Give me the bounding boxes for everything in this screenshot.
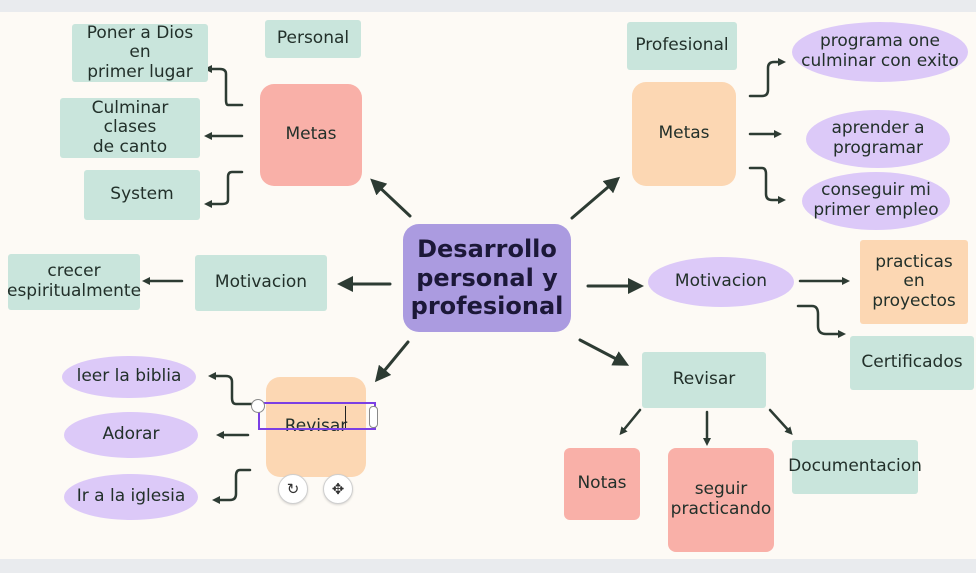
- left-revisar-item-iglesia[interactable]: Ir a la iglesia: [64, 474, 198, 520]
- resize-handle-right[interactable]: [369, 406, 378, 428]
- arrow-right-revisar-to-item3: [768, 408, 793, 435]
- arrow-right-motivacion-to-item2: [796, 304, 846, 338]
- arrow-center-to-right-metas: [570, 176, 621, 220]
- left-revisar-item-biblia[interactable]: leer la biblia: [62, 356, 196, 398]
- right-revisar-item-documentacion[interactable]: Documentacion: [788, 440, 922, 494]
- right-motivacion-item-certificados[interactable]: Certificados: [850, 336, 974, 390]
- left-motivacion-item[interactable]: crecer espiritualmente: [7, 254, 141, 310]
- connector-arrows: [142, 58, 850, 504]
- central-topic[interactable]: Desarrollo personal y profesional: [403, 224, 571, 332]
- arrow-center-to-right-revisar: [578, 338, 630, 366]
- right-revisar-item-notas[interactable]: Notas: [564, 448, 640, 520]
- right-motivacion-item-practicas[interactable]: practicas en proyectos: [860, 240, 968, 324]
- arrow-left-metas-to-item1: [204, 65, 244, 107]
- left-metas-item-canto[interactable]: Culminar clases de canto: [60, 98, 200, 158]
- right-metas-item-programa[interactable]: programa one culminar con exito: [792, 22, 968, 82]
- arrow-left-revisar-to-item3: [212, 468, 252, 504]
- arrow-center-to-left-revisar: [374, 340, 410, 383]
- resize-handle-left[interactable]: [251, 399, 265, 413]
- personal-label[interactable]: Personal: [265, 20, 361, 58]
- arrow-right-revisar-to-item1: [619, 408, 642, 436]
- right-metas-item-aprender[interactable]: aprender a programar: [806, 110, 950, 168]
- rotate-button[interactable]: ↻: [278, 474, 308, 504]
- left-metas-item-system[interactable]: System: [84, 170, 200, 220]
- move-button[interactable]: ✥: [323, 474, 353, 504]
- left-metas-item-dios[interactable]: Poner a Dios en primer lugar: [72, 23, 208, 82]
- move-icon: ✥: [331, 480, 345, 498]
- arrow-left-metas-to-item3: [204, 170, 244, 208]
- left-motivacion-node[interactable]: Motivacion: [195, 255, 327, 311]
- right-motivacion-node[interactable]: Motivacion: [648, 257, 794, 307]
- whiteboard-canvas[interactable]: Desarrollo personal y profesional Person…: [0, 12, 976, 559]
- left-metas-node[interactable]: Metas: [260, 84, 362, 186]
- arrow-left-revisar-to-item1: [208, 372, 256, 406]
- left-revisar-item-adorar[interactable]: Adorar: [64, 412, 198, 458]
- left-revisar-node[interactable]: Revisar: [266, 377, 366, 477]
- arrow-right-metas-to-item1: [748, 58, 786, 98]
- profesional-label[interactable]: Profesional: [627, 22, 737, 70]
- text-cursor: [345, 406, 346, 428]
- arrow-center-to-left-metas: [370, 178, 412, 218]
- right-metas-item-empleo[interactable]: conseguir mi primer empleo: [802, 172, 950, 230]
- selection-box[interactable]: [258, 402, 376, 430]
- rotate-icon: ↻: [286, 480, 300, 498]
- arrow-right-metas-to-item3: [748, 166, 786, 204]
- right-revisar-node[interactable]: Revisar: [642, 352, 766, 408]
- right-metas-node[interactable]: Metas: [632, 82, 736, 186]
- right-revisar-item-practicando[interactable]: seguir practicando: [668, 448, 774, 552]
